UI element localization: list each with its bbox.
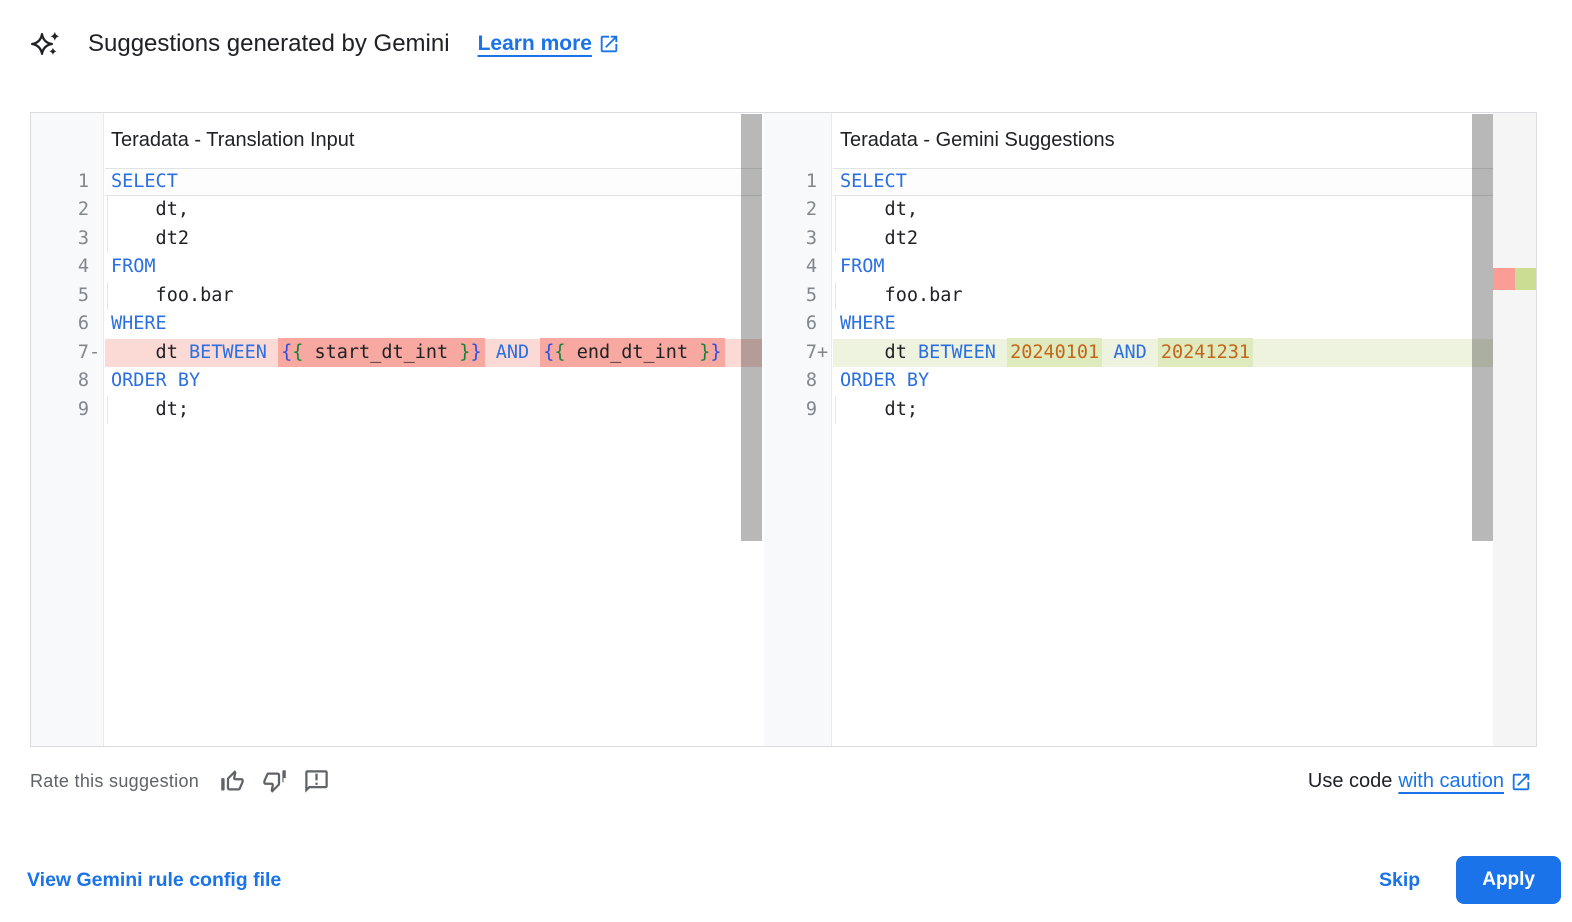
diff-sign — [817, 196, 833, 224]
line-number: 4 — [764, 253, 833, 281]
line-number: 3 — [764, 225, 833, 253]
diff-sign — [89, 253, 105, 281]
code-line-2[interactable]: 2 dt, — [31, 196, 762, 226]
line-number: 6 — [31, 310, 105, 338]
feedback-icon-button[interactable] — [303, 768, 330, 795]
code-line-5[interactable]: 5 foo.bar — [31, 281, 762, 311]
line-number: 8 — [31, 367, 105, 395]
changed-text-highlight: {{ end_dt_int }} — [540, 337, 725, 367]
diff-sign: - — [89, 341, 101, 363]
action-bar: View Gemini rule config file Skip Apply — [27, 856, 1561, 904]
page-title: Suggestions generated by Gemini — [88, 30, 450, 57]
view-rule-config-link[interactable]: View Gemini rule config file — [27, 868, 282, 891]
changed-text-highlight: 20241231 — [1157, 337, 1253, 367]
diff-sign — [817, 396, 833, 424]
diff-sign: + — [817, 341, 829, 363]
thumb-up-button[interactable] — [219, 768, 246, 795]
code-line-7[interactable]: 7+ dt BETWEEN 20240101 AND 20241231 — [764, 337, 1536, 368]
line-number: 9 — [31, 396, 105, 424]
diff-sign — [89, 310, 105, 338]
line-number: 5 — [31, 282, 105, 310]
ruler-removed-marker — [1493, 268, 1515, 290]
apply-button[interactable]: Apply — [1456, 856, 1561, 904]
diff-overview-ruler[interactable] — [1493, 113, 1536, 746]
diff-sign — [89, 396, 105, 424]
diff-sign — [89, 196, 105, 224]
line-number-gutter — [31, 113, 104, 746]
line-number: 1 — [764, 168, 833, 196]
thumb-down-button[interactable] — [261, 768, 288, 795]
diff-sign — [817, 367, 833, 395]
line-number-gutter — [764, 113, 832, 746]
diff-sign — [89, 282, 105, 310]
pane-title: Teradata - Gemini Suggestions — [840, 129, 1115, 151]
changed-text-highlight: {{ start_dt_int }} — [278, 337, 485, 367]
open-in-new-icon — [1510, 771, 1532, 793]
line-number: 2 — [31, 196, 105, 224]
line-number: 5 — [764, 282, 833, 310]
diff-sign — [89, 168, 105, 196]
diff-sign — [817, 253, 833, 281]
code-line-3[interactable]: 3 dt2 — [31, 224, 762, 254]
diff-sign — [89, 367, 105, 395]
learn-more-link[interactable]: Learn more — [478, 32, 620, 56]
line-number: 6 — [764, 310, 833, 338]
vertical-scrollbar[interactable] — [1472, 114, 1493, 541]
ruler-added-marker — [1515, 268, 1536, 290]
changed-text-highlight: 20240101 — [1007, 337, 1103, 367]
code-line-9[interactable]: 9 dt; — [31, 395, 762, 425]
line-number: 4 — [31, 253, 105, 281]
line-number: 7+ — [764, 339, 833, 367]
line-number: 7- — [31, 339, 105, 367]
feedback-row: Rate this suggestion Use code with cauti… — [30, 768, 1532, 795]
with-caution-link[interactable]: with caution — [1398, 770, 1504, 792]
line-number: 1 — [31, 168, 105, 196]
use-code-caution: Use code with caution — [1308, 770, 1532, 793]
diff-sign — [817, 225, 833, 253]
use-code-label: Use code — [1307, 770, 1393, 792]
line-number: 9 — [764, 396, 833, 424]
pane-title: Teradata - Translation Input — [111, 129, 355, 151]
diff-sign — [817, 282, 833, 310]
suggestions-header: Suggestions generated by Gemini Learn mo… — [30, 28, 620, 60]
code-line-7[interactable]: 7- dt BETWEEN {{ start_dt_int }} AND {{ … — [31, 337, 762, 368]
diff-sign — [89, 225, 105, 253]
line-number: 2 — [764, 196, 833, 224]
rate-suggestion-label: Rate this suggestion — [30, 771, 200, 791]
code-line-5[interactable]: 5 foo.bar — [764, 281, 1536, 311]
line-number: 8 — [764, 367, 833, 395]
code-line-2[interactable]: 2 dt, — [764, 196, 1536, 226]
skip-button[interactable]: Skip — [1379, 868, 1421, 891]
code-line-9[interactable]: 9 dt; — [764, 395, 1536, 425]
open-in-new-icon — [598, 33, 620, 55]
diff-sign — [817, 310, 833, 338]
code-line-3[interactable]: 3 dt2 — [764, 224, 1536, 254]
vertical-scrollbar[interactable] — [741, 114, 762, 541]
line-number: 3 — [31, 225, 105, 253]
gemini-sparkle-icon — [30, 28, 62, 60]
diff-sign — [817, 168, 833, 196]
